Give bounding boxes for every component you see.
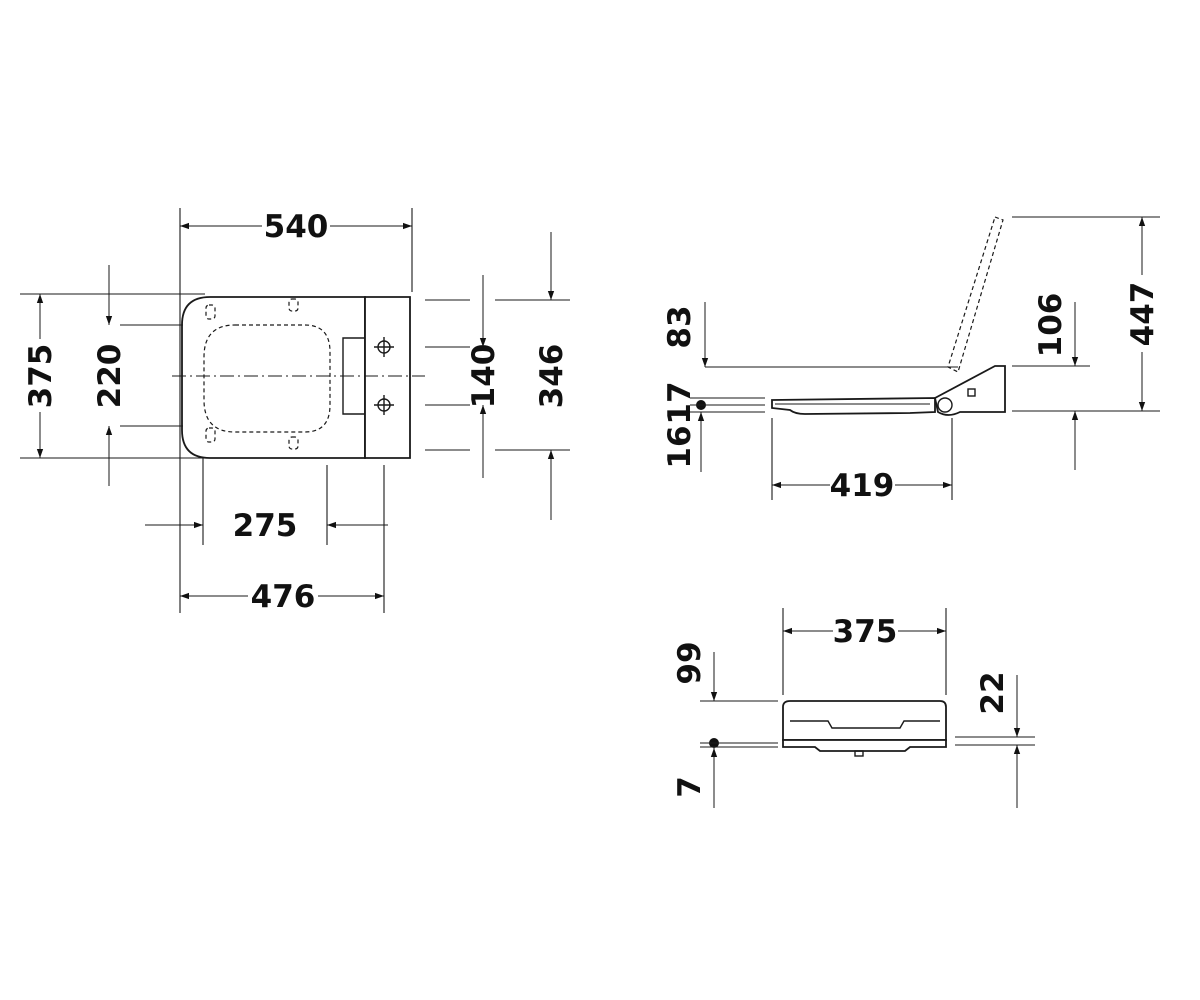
seat-outline (181, 296, 366, 459)
seat-front-profile (782, 739, 947, 752)
dim-83: 83 (662, 305, 698, 348)
hinge-profile (933, 365, 1006, 416)
dim-375-front: 375 (833, 614, 898, 650)
open-lid-outline (947, 216, 1004, 373)
top-view: 540 375 220 140 346 275 476 (20, 208, 570, 615)
dim-99: 99 (672, 641, 708, 684)
side-view: 83 17 16 419 106 447 (662, 216, 1161, 504)
dim-447: 447 (1125, 282, 1161, 347)
dim-419: 419 (830, 468, 895, 504)
hinge-bolt-icons (374, 337, 394, 415)
seat-opening-outline (203, 324, 331, 433)
dim-375-width: 375 (23, 344, 59, 409)
dim-16: 16 (662, 425, 698, 468)
hinge-block (364, 296, 411, 459)
dim-22: 22 (975, 671, 1011, 714)
dim-140: 140 (466, 344, 502, 409)
dim-7: 7 (672, 776, 708, 798)
buffer-icons (205, 298, 299, 450)
seat-profile (771, 397, 936, 415)
dim-106: 106 (1033, 293, 1069, 358)
dim-540: 540 (264, 209, 329, 245)
dim-220: 220 (92, 344, 128, 409)
dim-346: 346 (534, 344, 570, 409)
dim-476: 476 (251, 579, 316, 615)
dim-275: 275 (233, 508, 298, 544)
dim-17: 17 (662, 381, 698, 424)
front-view: 375 99 7 22 (672, 608, 1035, 808)
